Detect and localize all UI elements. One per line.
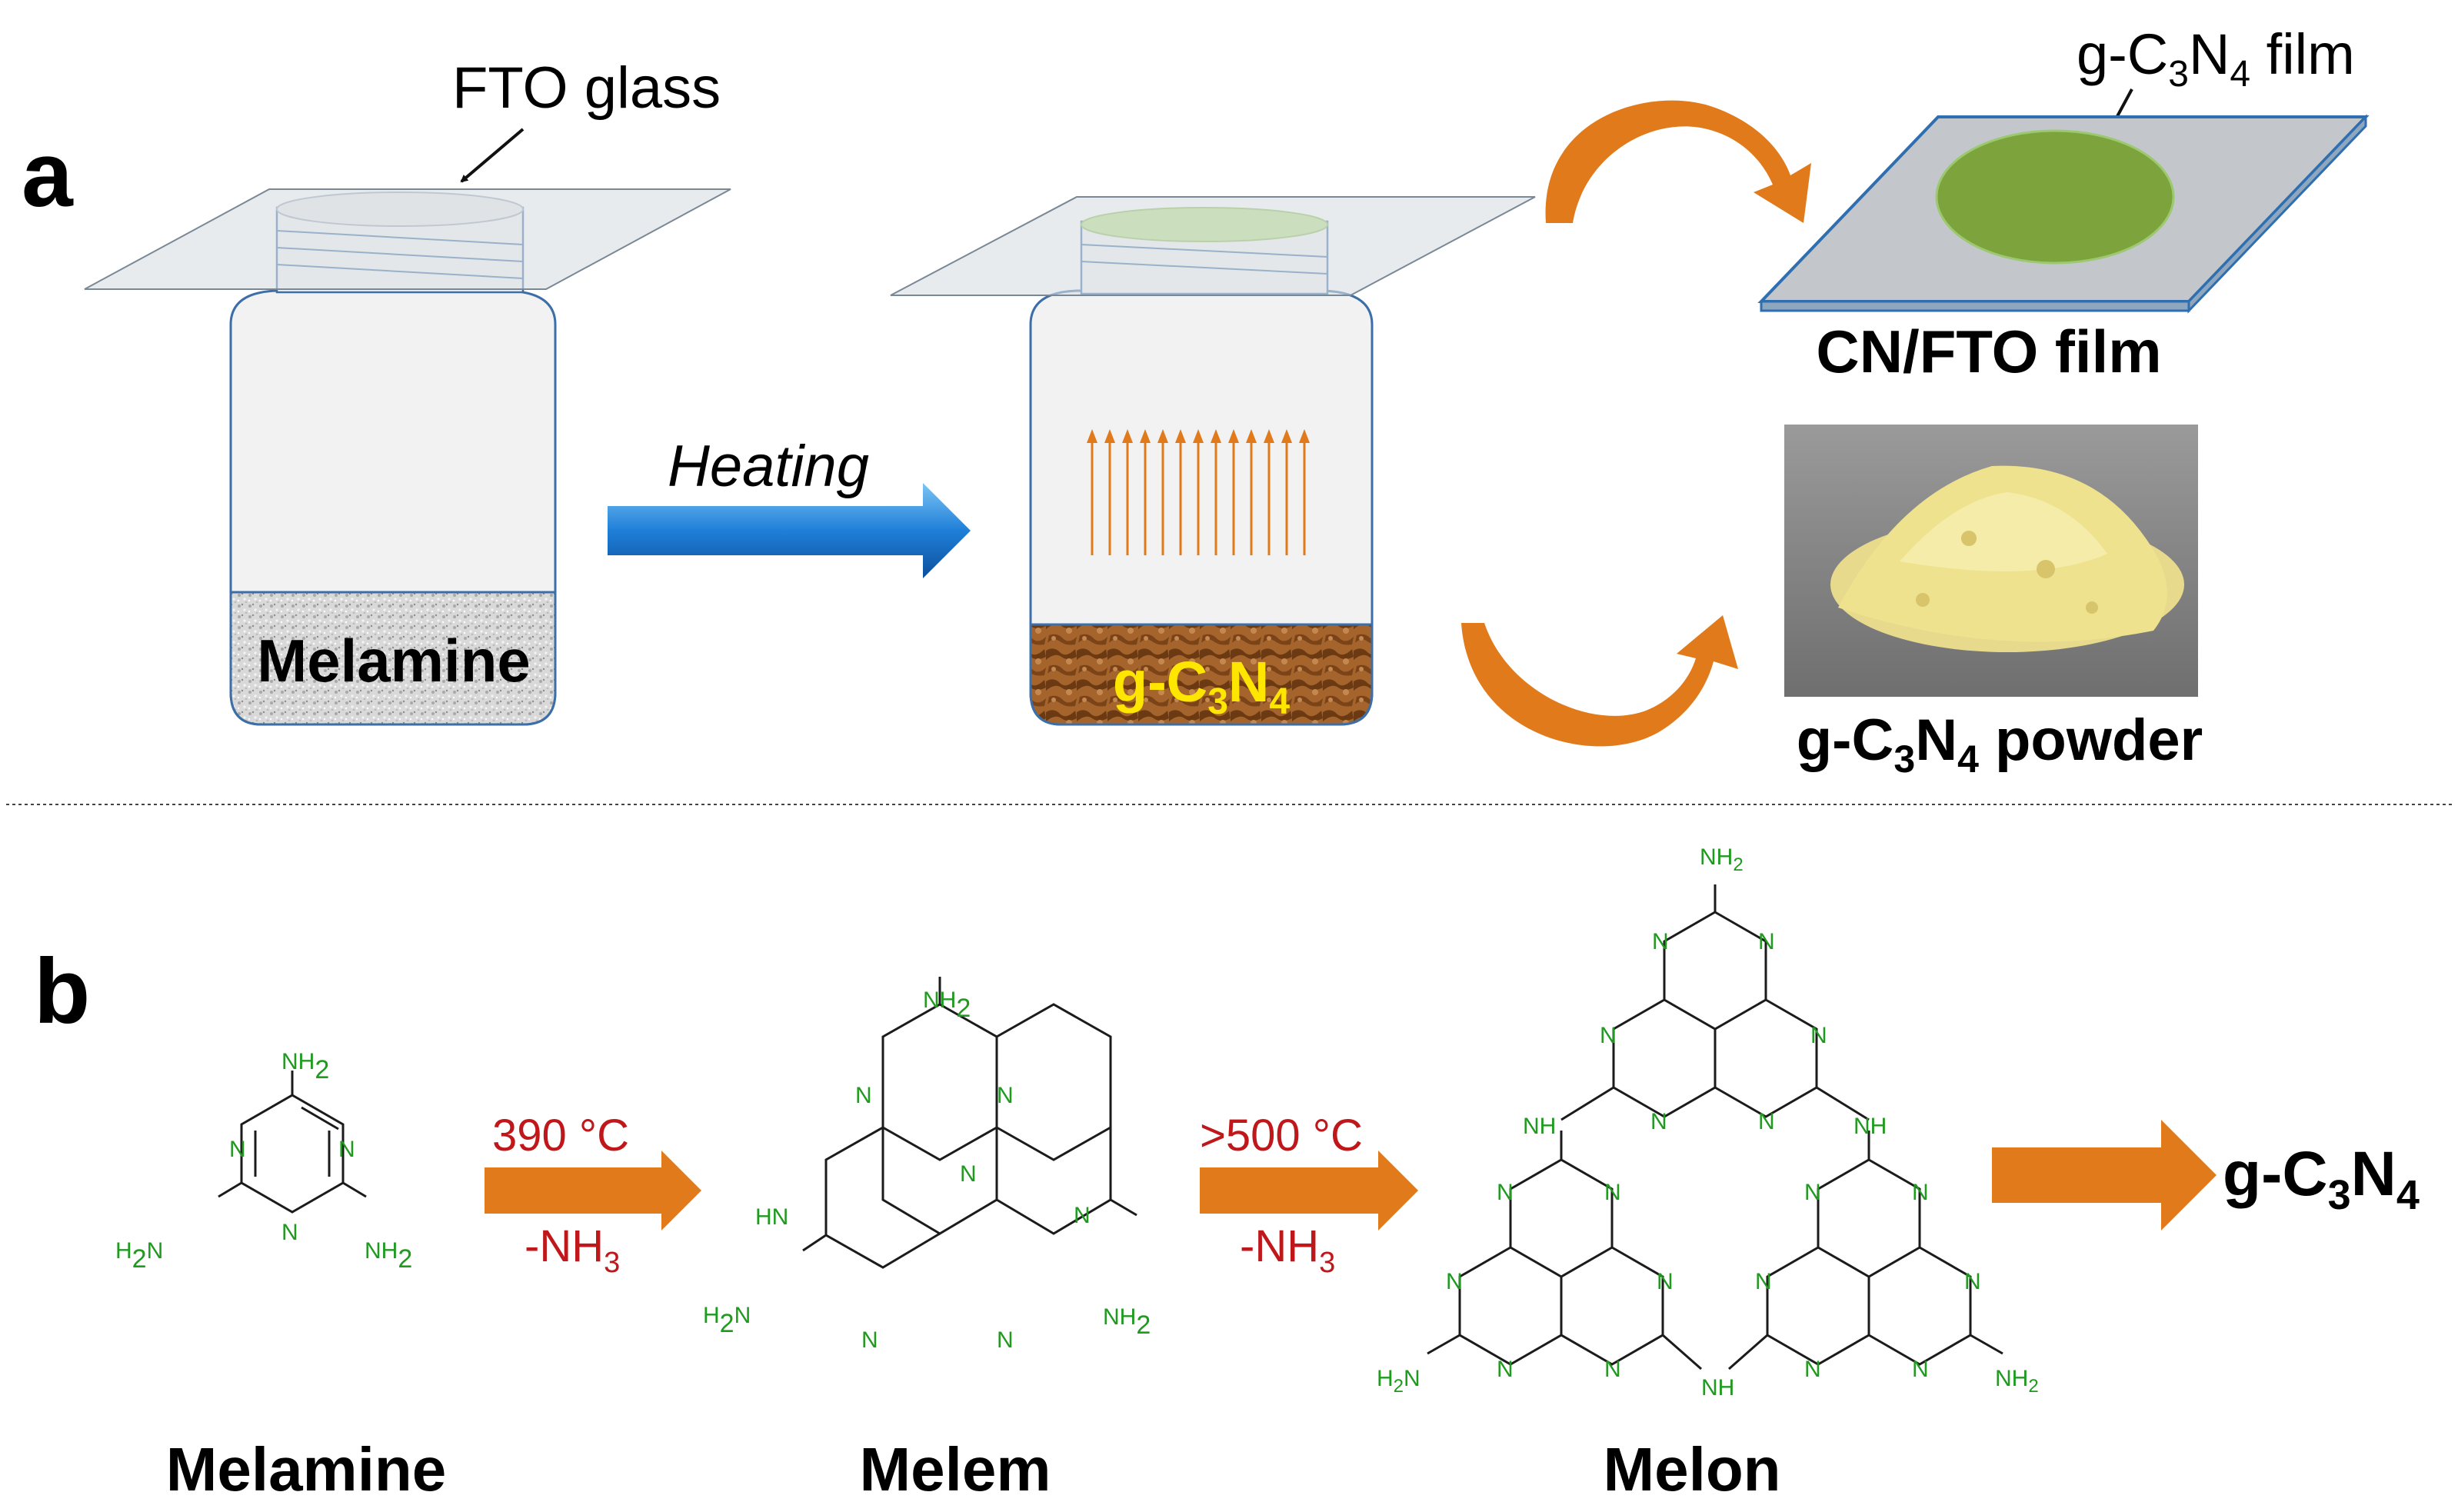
fto-glass-label: FTO glass (452, 55, 721, 121)
panel-a-label: a (22, 123, 74, 226)
svg-text:NH: NH (1523, 1114, 1556, 1139)
svg-text:NH2: NH2 (1700, 844, 1744, 875)
svg-text:N: N (1604, 1180, 1621, 1205)
melamine-layer (229, 591, 557, 726)
svg-text:H2N: H2N (703, 1303, 751, 1338)
jar-melamine: Melamine (84, 188, 731, 726)
final-product-label: g-C3N4 (2223, 1139, 2420, 1218)
svg-text:NH2: NH2 (365, 1238, 412, 1274)
svg-text:N: N (1758, 929, 1775, 954)
heating-arrow (608, 483, 971, 578)
svg-text:N: N (1810, 1023, 1827, 1048)
svg-text:NH2: NH2 (281, 1049, 329, 1084)
curved-arrow-bottom (1461, 615, 1738, 747)
panel-b-label: b (34, 940, 90, 1043)
svg-text:N: N (1446, 1269, 1463, 1294)
heating-label: Heating (668, 434, 869, 499)
gc3n4-layer (1029, 623, 1374, 726)
svg-text:N: N (1074, 1203, 1091, 1228)
jar-gc3n4: g-C3N4 (890, 196, 1536, 726)
step2-temp: >500 °C (1200, 1111, 1363, 1161)
svg-text:NH: NH (1701, 1375, 1734, 1400)
svg-text:N: N (1804, 1180, 1821, 1205)
melon-name: Melon (1603, 1435, 1780, 1504)
vapour-arrows (1087, 429, 1310, 555)
svg-text:N: N (861, 1327, 878, 1353)
melem-molecule: NH2 N N N N N N HN H2N NH2 (703, 977, 1151, 1353)
svg-text:N: N (1657, 1269, 1674, 1294)
svg-text:N: N (1650, 1109, 1667, 1134)
film-label: g-C3N4 film (2077, 22, 2355, 95)
step1-arrow (485, 1151, 701, 1231)
fto-glass-pointer (460, 128, 525, 183)
svg-text:N: N (1755, 1269, 1772, 1294)
svg-text:N: N (281, 1220, 298, 1245)
svg-text:N: N (1497, 1180, 1514, 1205)
melamine-name: Melamine (166, 1435, 447, 1504)
svg-text:NH: NH (1853, 1114, 1887, 1139)
svg-text:N: N (1497, 1357, 1514, 1382)
svg-text:N: N (1912, 1180, 1929, 1205)
svg-text:HN: HN (755, 1204, 788, 1230)
svg-text:N: N (1604, 1357, 1621, 1382)
svg-text:N: N (1600, 1023, 1617, 1048)
cn-fto-film (1757, 114, 2370, 314)
svg-text:N: N (1912, 1357, 1929, 1382)
fto-glass-plate-1 (84, 188, 731, 290)
svg-text:N: N (1758, 1109, 1775, 1134)
svg-text:NH2: NH2 (1103, 1304, 1151, 1340)
svg-text:N: N (997, 1327, 1014, 1353)
melon-molecule: NH2 NH NH NH H2N NH2 N N N N N N N N N N… (1377, 844, 2039, 1400)
fto-glass-plate-2 (890, 196, 1536, 296)
svg-text:NH2: NH2 (923, 987, 971, 1023)
svg-text:H2N: H2N (115, 1238, 163, 1274)
step1-gas: -NH3 (525, 1221, 620, 1279)
svg-text:N: N (960, 1161, 977, 1187)
powder-label: g-C3N4 powder (1797, 708, 2203, 781)
step1-temp: 390 °C (492, 1111, 629, 1161)
melem-name: Melem (860, 1435, 1051, 1504)
cn-fto-label: CN/FTO film (1816, 318, 2161, 385)
svg-text:N: N (855, 1083, 872, 1108)
melamine-molecule: NH2 N N N H2N NH2 (115, 1049, 412, 1274)
final-arrow (1992, 1120, 2217, 1231)
svg-text:N: N (1652, 929, 1669, 954)
svg-text:N: N (338, 1137, 355, 1162)
svg-text:NH2: NH2 (1995, 1366, 2039, 1397)
melamine-jar-label: Melamine (257, 627, 530, 694)
gc3n4-jar-label: g-C3N4 (1113, 650, 1290, 722)
svg-text:H2N: H2N (1377, 1366, 1421, 1397)
svg-text:N: N (1964, 1269, 1981, 1294)
powder-photo (1784, 425, 2198, 697)
step2-arrow (1200, 1151, 1418, 1231)
svg-text:N: N (1804, 1357, 1821, 1382)
step2-gas: -NH3 (1240, 1221, 1335, 1279)
curved-arrow-top (1545, 100, 1811, 223)
svg-text:N: N (997, 1083, 1014, 1108)
film-spot (1935, 129, 2175, 265)
svg-text:N: N (229, 1137, 246, 1162)
